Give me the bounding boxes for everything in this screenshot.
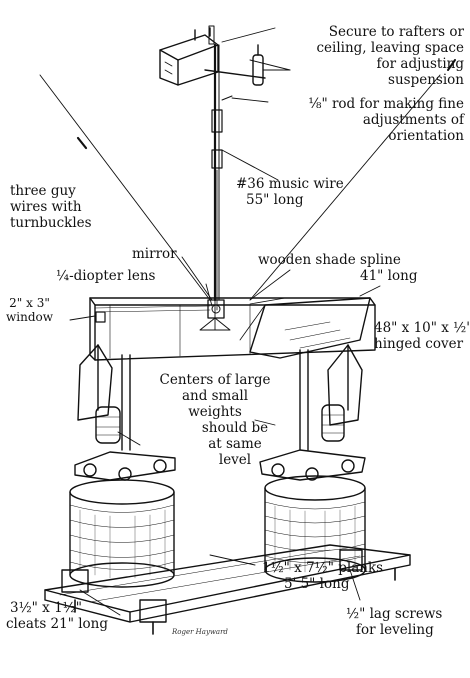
beam-housing: [89, 297, 376, 361]
base-planks: [44, 544, 411, 623]
spline-line-2: 41" long: [360, 268, 418, 284]
cover-line-2: hinged cover: [374, 336, 464, 352]
cleats-line-1: 3½" x 1½": [10, 600, 82, 616]
rod-line-3: orientation: [388, 128, 464, 144]
rafters-note: Secure to rafters or ceiling, leaving sp…: [316, 24, 464, 88]
planks-note: 1½" x 7½" planks 5' 5" long: [262, 560, 383, 592]
mirror-lens-fitting: [207, 299, 225, 319]
right-large-weight: [264, 475, 366, 583]
music-wire-note: #36 music wire 55" long: [236, 176, 344, 208]
cleats-line-2: cleats 21" long: [6, 616, 109, 632]
left-large-weight: [69, 479, 175, 588]
rafters-line-4: suspension: [388, 72, 464, 88]
right-small-weight: [321, 344, 363, 442]
ceiling-bracket: [159, 25, 219, 86]
weights-line-6: level: [218, 452, 252, 468]
rafters-line-1: Secure to rafters or: [328, 24, 464, 40]
lag-screws: [74, 567, 396, 635]
weights-line-4: should be: [201, 420, 269, 436]
guy-wires-line-3: turnbuckles: [10, 215, 92, 231]
cleats-note: 3½" x 1½" cleats 21" long: [6, 600, 108, 632]
hinged-cover: [239, 297, 371, 359]
right-turntable: [259, 449, 366, 481]
suspension-post: [249, 44, 291, 86]
rod-line-1: ⅛" rod for making fine: [308, 96, 464, 112]
window-line-1: 2" x 3": [9, 296, 50, 310]
guy-wires-line-2: wires with: [10, 199, 82, 215]
leader-lines: [69, 27, 381, 616]
cover-note: 48" x 10" x ½" hinged cover: [374, 320, 470, 352]
artist-credit: Roger Hayward: [172, 628, 228, 636]
rod-line-2: adjustments of: [362, 112, 464, 128]
weights-line-3: weights: [188, 404, 242, 420]
window-line-2: window: [6, 310, 54, 324]
music-wire-line-2: 55" long: [246, 192, 304, 208]
music-wire-line-1: #36 music wire: [236, 176, 344, 192]
rafters-line-2: ceiling, leaving space: [316, 40, 464, 56]
weights-line-1: Centers of large: [159, 372, 271, 388]
mirror-label: mirror: [132, 246, 177, 262]
weights-line-5: at same: [208, 436, 262, 452]
lag-line-2: for leveling: [356, 622, 434, 638]
guy-wires: [39, 59, 456, 331]
spline-note: wooden shade spline 41" long: [258, 252, 417, 284]
spline: [249, 297, 286, 305]
lens-label: ¼-diopter lens: [56, 268, 156, 284]
suspension-rod: [211, 43, 233, 302]
weights-line-2: and small: [181, 388, 249, 404]
lag-screws-note: ½" lag screws for leveling: [346, 606, 442, 638]
lag-line-1: ½" lag screws: [346, 606, 443, 622]
weights-note: Centers of large and small weights shoul…: [150, 372, 280, 468]
guy-wires-note: three guy wires with turnbuckles: [10, 183, 92, 231]
guy-wires-line-1: three guy: [10, 183, 76, 199]
window-note: 2" x 3" window: [6, 296, 53, 324]
planks-line-2: 5' 5" long: [284, 576, 350, 592]
spline-line-1: wooden shade spline: [258, 252, 401, 268]
planks-line-1: 1½" x 7½" planks: [262, 560, 384, 576]
cover-line-1: 48" x 10" x ½": [374, 320, 470, 336]
left-small-weight: [77, 344, 121, 444]
rod-note: ⅛" rod for making fine adjustments of or…: [308, 96, 464, 144]
rafters-line-3: for adjusting: [376, 56, 464, 72]
